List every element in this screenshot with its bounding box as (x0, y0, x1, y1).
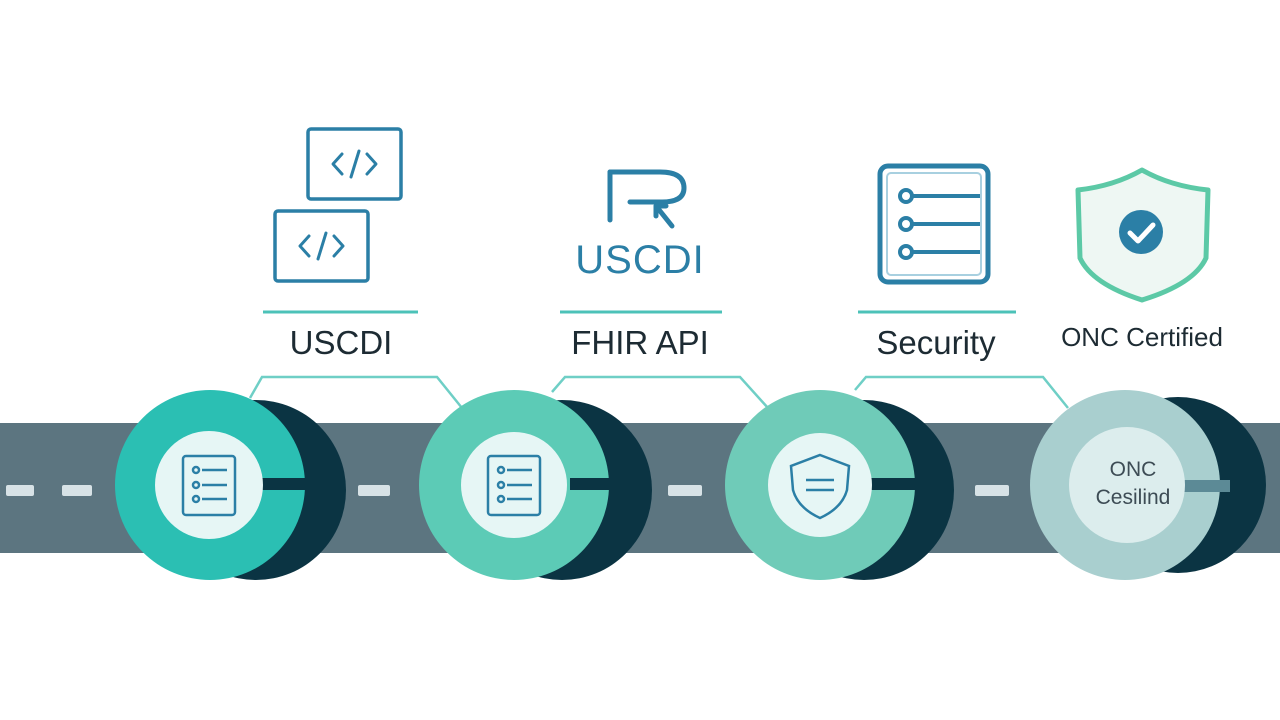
onc-node-text: ONC Cesilind (1073, 456, 1193, 512)
road-dashes (6, 485, 1009, 496)
fhir-logo-icon (607, 169, 687, 229)
shield-icon (789, 453, 851, 520)
milestone-node-uscdi[interactable] (115, 390, 346, 580)
fhir-icon-caption: USCDI (575, 238, 705, 282)
checklist-icon (877, 163, 991, 285)
step-label-security: Security (876, 324, 996, 361)
list-icon (486, 454, 542, 517)
list-icon (181, 454, 237, 517)
milestone-node-onc-certified[interactable] (1030, 390, 1266, 580)
milestone-node-security[interactable] (725, 390, 954, 580)
shield-check-icon (1075, 167, 1211, 303)
onc-node-text-line-2: Cesilind (1095, 486, 1171, 509)
code-windows-icon (273, 127, 403, 283)
onc-node-text-line-1: ONC (1109, 458, 1157, 481)
code-glyph-icon (298, 149, 378, 261)
step-label-fhir-api: FHIR API (571, 324, 709, 361)
step-label-onc-certified: ONC Certified (1061, 322, 1223, 352)
milestone-node-fhir-api[interactable] (419, 390, 652, 580)
connectors (248, 375, 1069, 409)
step-label-uscdi: USCDI (289, 324, 393, 361)
